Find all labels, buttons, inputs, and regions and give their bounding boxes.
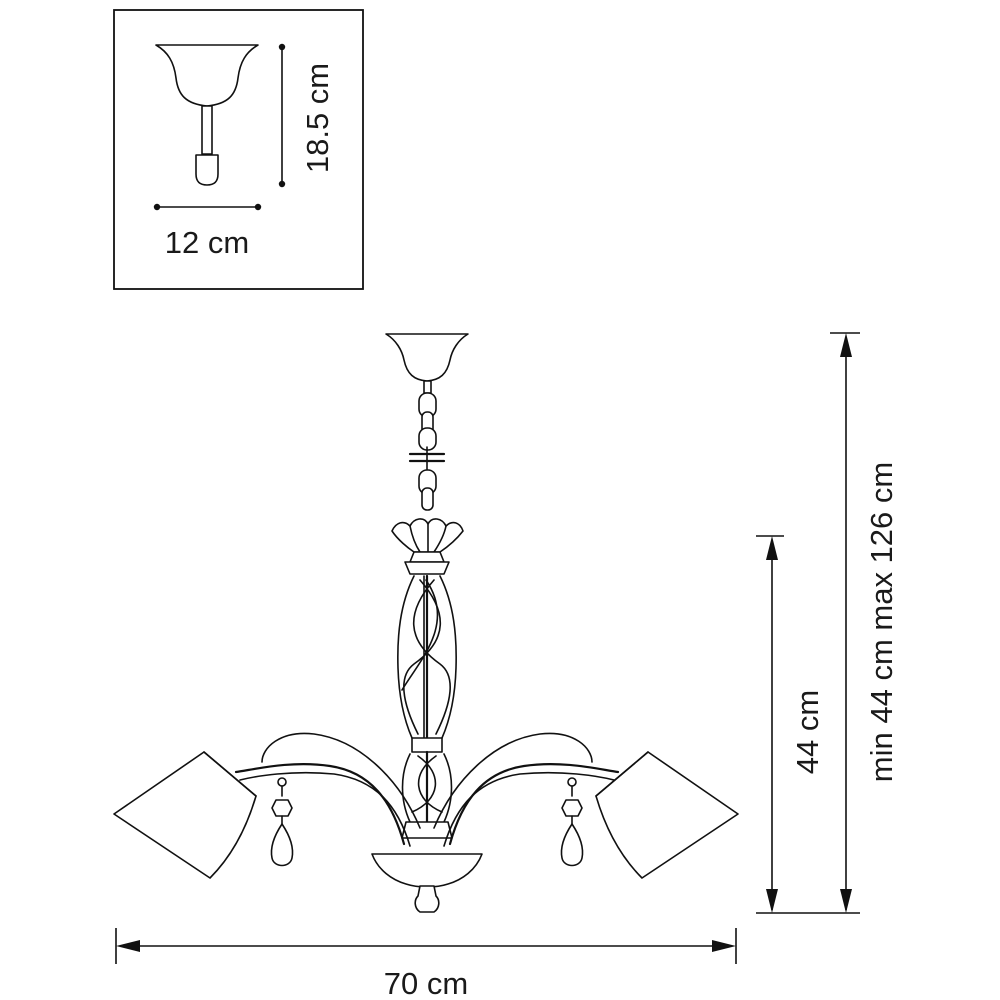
range-label: min 44 cm max 126 cm	[864, 462, 899, 782]
height-dimension: 44 cm	[756, 535, 860, 914]
inset-stem	[201, 105, 213, 155]
width-label: 70 cm	[384, 966, 468, 1000]
bottom-finial	[414, 885, 440, 913]
inset-height-dot-top	[278, 43, 286, 51]
width-dimension: 70 cm	[115, 928, 737, 1000]
inset-socket	[195, 154, 219, 186]
inset-frame	[113, 9, 364, 290]
canopy-inset: 18.5 cm 12 cm	[113, 9, 364, 290]
right-shade	[595, 751, 739, 879]
inset-width-dot-left	[153, 203, 161, 211]
right-arm	[433, 732, 620, 867]
chain-link-5	[421, 487, 434, 511]
chandelier-drawing	[113, 333, 739, 913]
crown-ornament	[391, 518, 464, 575]
left-arm	[234, 732, 421, 867]
left-shade	[113, 751, 257, 879]
inset-width-dot-right	[254, 203, 262, 211]
range-dimension: min 44 cm max 126 cm	[830, 332, 899, 913]
canopy	[385, 333, 469, 382]
inset-width-label: 12 cm	[165, 225, 249, 260]
inset-height-label: 18.5 cm	[300, 63, 335, 173]
height-label: 44 cm	[790, 690, 825, 774]
bottom-bowl	[371, 853, 483, 888]
inset-height-dot-bottom	[278, 180, 286, 188]
glass-column	[397, 574, 457, 839]
inset-canopy-cup	[155, 44, 259, 107]
canopy-stem	[423, 380, 432, 394]
